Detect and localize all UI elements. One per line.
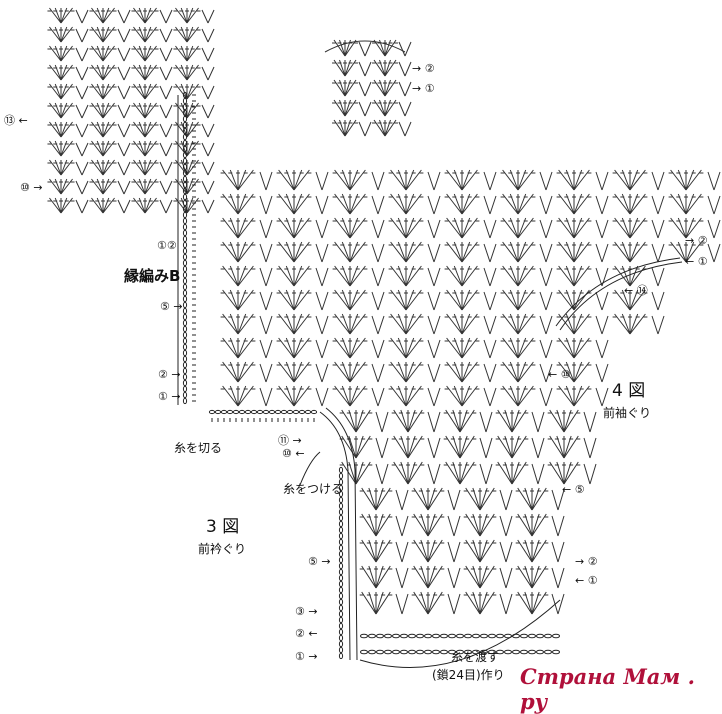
stitch-rows: [47, 7, 721, 615]
row-marker: ⑤ →: [308, 555, 331, 568]
figure-4-number: 4 図: [612, 381, 646, 401]
row-marker: → ②: [412, 62, 435, 75]
pass-yarn-label: 糸を渡す: [451, 650, 500, 664]
row-marker: ③ →: [295, 605, 318, 618]
row-marker: ← ①: [685, 255, 708, 268]
row-marker: ② →: [158, 368, 181, 381]
footnote-label: (鎖24目)作り: [432, 668, 505, 682]
figure-4-title: 前袖ぐり: [603, 406, 652, 420]
row-marker: ← ⑤: [562, 483, 585, 496]
cut-yarn-label: 糸を切る: [174, 441, 223, 455]
watermark-logo: Страна Мам . ру: [520, 664, 695, 714]
row-marker: ⑩ →: [20, 181, 43, 194]
edging-chains: [177, 91, 683, 668]
row-marker: ← ①: [575, 574, 598, 587]
row-marker: ⑬ ←: [4, 114, 28, 127]
row-marker: ← ⑩: [548, 368, 571, 381]
attach-yarn-label: 糸をつける: [283, 482, 344, 496]
figure-3-number: 3 図: [206, 517, 240, 537]
edge-b-label: 縁編みB: [124, 267, 181, 285]
row-marker: ① →: [295, 650, 318, 663]
figure-3-title: 前衿ぐり: [198, 542, 247, 556]
row-marker: ⑪ →: [278, 434, 302, 447]
rows-1-2-label: ①②: [157, 239, 177, 252]
row-marker: → ②: [685, 234, 708, 247]
row-marker: → ②: [575, 555, 598, 568]
row-marker: ⑩ ←: [282, 447, 305, 460]
row-marker: ⑤ →: [160, 300, 183, 313]
row-marker: ① →: [158, 390, 181, 403]
row-marker: ② ←: [295, 627, 318, 640]
row-marker: ← ⑭: [624, 284, 648, 297]
row-marker: → ①: [412, 82, 435, 95]
